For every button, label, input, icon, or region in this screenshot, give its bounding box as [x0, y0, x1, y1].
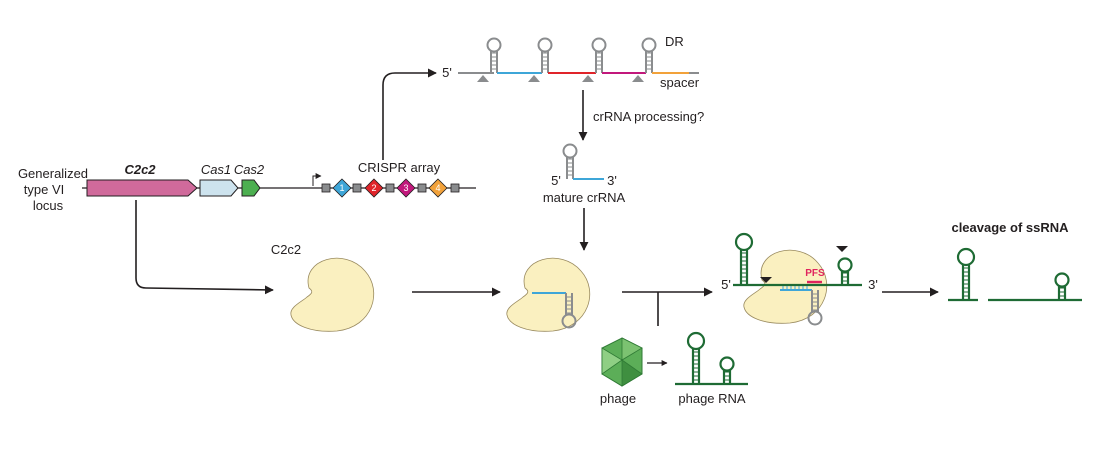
cas1-gene-label: Cas1	[201, 162, 231, 177]
spacer-label: spacer	[660, 75, 700, 90]
cleaved-rna-fragment-left	[948, 247, 978, 302]
mature-crrna-5prime-label: 5'	[551, 173, 561, 188]
cleavage-site-marker	[760, 277, 772, 283]
processing-site-marker	[582, 75, 594, 82]
locus-label-line2: type VI	[24, 182, 64, 197]
mature-crrna-3prime-label: 3'	[607, 173, 617, 188]
array-repeat-box	[352, 183, 362, 193]
promoter-arrow	[312, 173, 322, 186]
locus-label-line1: Generalized	[18, 166, 88, 181]
cleaved-rna-fragment-right	[988, 272, 1082, 302]
cas2-gene-label: Cas2	[234, 162, 265, 177]
cas2-gene-arrow	[241, 179, 261, 197]
pre-crrna-5prime-label: 5'	[442, 65, 452, 80]
array-repeat-box	[385, 183, 395, 193]
c2c2-protein-apo	[290, 257, 375, 332]
array-spacer-4	[428, 178, 448, 198]
translation-arrow	[135, 200, 274, 295]
processing-site-marker	[477, 75, 489, 82]
phage-label: phage	[600, 391, 636, 406]
array-spacer-4-number: 4	[435, 183, 440, 193]
processing-site-marker	[528, 75, 540, 82]
mature-crrna-label: mature crRNA	[543, 190, 626, 205]
processing-step-label: crRNA processing?	[593, 109, 704, 124]
processing-site-markers	[477, 75, 644, 82]
locus-label-line3: locus	[33, 198, 64, 213]
cleavage-site-marker	[836, 246, 848, 252]
array-spacer-1	[332, 178, 352, 198]
direct-repeat-label: DR	[665, 34, 684, 49]
phage-rna-label: phage RNA	[678, 391, 746, 406]
cas1-gene-arrow	[199, 179, 239, 197]
array-spacer-2	[364, 178, 384, 198]
phage-icon	[601, 337, 643, 387]
array-spacer-3	[396, 178, 416, 198]
transcription-arrow	[382, 68, 437, 160]
array-repeat-box	[417, 183, 427, 193]
pre-crrna-direct-repeat	[641, 37, 657, 74]
mature-crrna-repeat	[562, 143, 578, 180]
array-spacer-2-number: 2	[371, 183, 376, 193]
c2c2-crrna-complex	[506, 257, 591, 332]
pre-crrna-direct-repeat	[486, 37, 502, 74]
target-rna-small-hairpin	[837, 257, 853, 287]
cleavage-result-label: cleavage of ssRNA	[951, 220, 1069, 235]
crispr-array-spacers: 1 2 3 4	[332, 178, 448, 198]
crispr-array-repeats	[321, 183, 460, 193]
phage-rna	[675, 331, 748, 386]
c2c2-gene-arrow	[86, 179, 198, 197]
pre-crrna-direct-repeat	[591, 37, 607, 74]
target-3prime-label: 3'	[868, 277, 878, 292]
target-rna-hairpin	[734, 232, 754, 287]
array-repeat-box	[450, 183, 460, 193]
target-5prime-label: 5'	[721, 277, 731, 292]
pre-crrna-direct-repeat	[537, 37, 553, 74]
guide-target-basepairs	[782, 286, 808, 290]
crispr-array-label: CRISPR array	[358, 160, 441, 175]
c2c2-protein-label: C2c2	[271, 242, 301, 257]
array-spacer-3-number: 3	[403, 183, 408, 193]
c2c2-gene-label: C2c2	[124, 162, 156, 177]
pfs-label: PFS	[805, 268, 825, 279]
array-spacer-1-number: 1	[339, 183, 344, 193]
processing-site-marker	[632, 75, 644, 82]
array-repeat-box	[321, 183, 331, 193]
